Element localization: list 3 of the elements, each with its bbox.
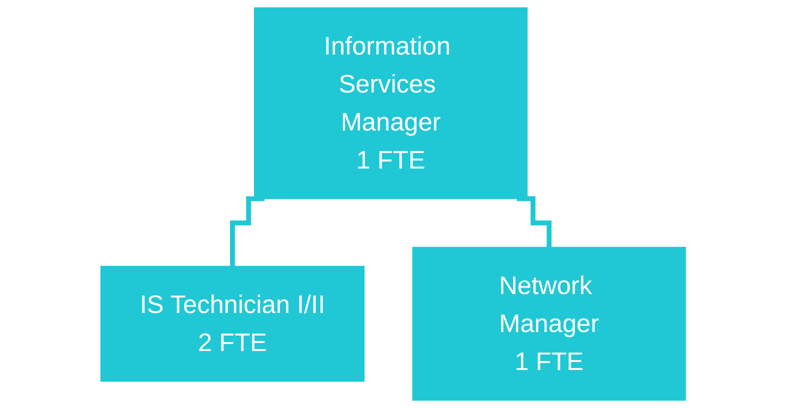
node-box: IS Technician I/II 2 FTE bbox=[100, 266, 365, 382]
node-box: Information Services Manager 1 FTE bbox=[254, 7, 528, 200]
node-box: Network Manager 1 FTE bbox=[412, 246, 686, 401]
